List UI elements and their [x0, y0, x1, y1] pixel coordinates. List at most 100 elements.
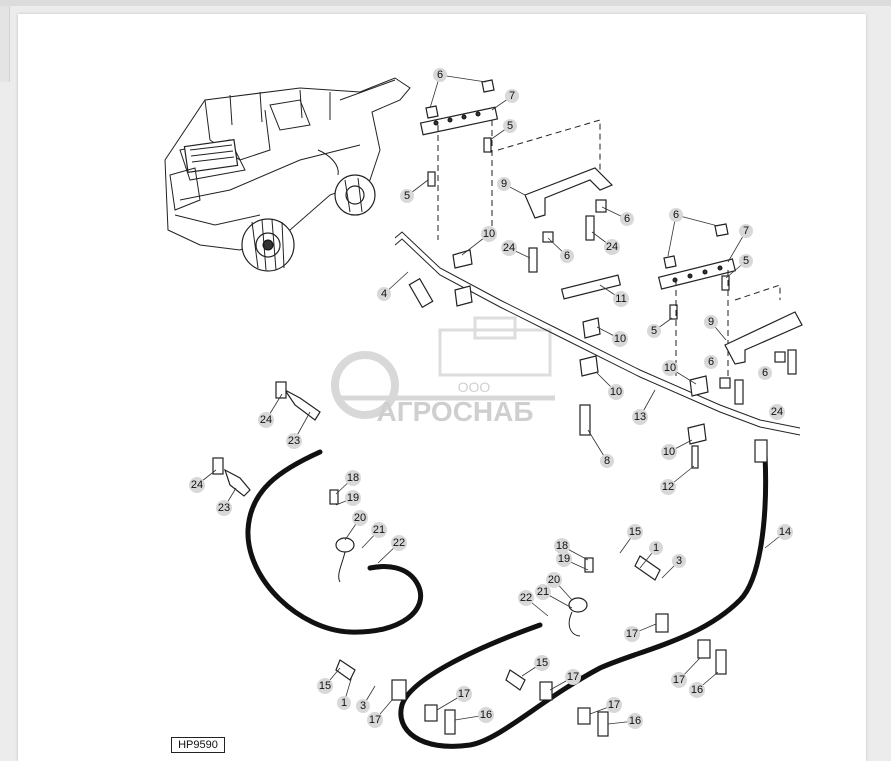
- hose-main-14: [398, 452, 769, 749]
- callout: 6: [758, 366, 772, 380]
- callout: 10: [608, 384, 624, 400]
- svg-text:1: 1: [341, 697, 347, 709]
- svg-text:15: 15: [319, 680, 331, 692]
- callout: 5: [739, 254, 753, 268]
- support-bracket-9: [524, 167, 614, 219]
- svg-text:10: 10: [664, 362, 676, 374]
- callout: 17: [367, 712, 383, 728]
- svg-text:16: 16: [691, 684, 703, 696]
- svg-text:24: 24: [503, 242, 515, 254]
- svg-text:21: 21: [537, 586, 549, 598]
- callout: 6: [669, 208, 683, 222]
- svg-text:8: 8: [604, 455, 610, 467]
- svg-text:17: 17: [369, 714, 381, 726]
- svg-text:10: 10: [614, 333, 626, 345]
- svg-text:15: 15: [629, 526, 641, 538]
- combine-harvester-illustration: [164, 77, 411, 272]
- callout: 17: [671, 672, 687, 688]
- callout: 23: [286, 433, 302, 449]
- callout: 24: [258, 412, 274, 428]
- callout: 12: [660, 479, 676, 495]
- svg-text:24: 24: [191, 479, 203, 491]
- svg-text:18: 18: [347, 472, 359, 484]
- callout: 18: [345, 470, 361, 486]
- svg-text:6: 6: [708, 356, 714, 368]
- svg-text:16: 16: [629, 715, 641, 727]
- watermark: ООО АГРОСНАБ: [331, 316, 555, 427]
- svg-text:3: 3: [360, 700, 366, 712]
- hose-left: [245, 449, 424, 635]
- svg-text:22: 22: [393, 537, 405, 549]
- left-panel-edge: [0, 6, 10, 82]
- svg-text:24: 24: [260, 414, 272, 426]
- svg-text:6: 6: [762, 367, 768, 379]
- svg-text:17: 17: [567, 671, 579, 683]
- callout: 24: [769, 404, 785, 420]
- svg-text:14: 14: [779, 526, 791, 538]
- svg-text:6: 6: [437, 69, 443, 81]
- callout: 6: [704, 355, 718, 369]
- callout: 3: [356, 699, 370, 713]
- svg-text:10: 10: [663, 446, 675, 458]
- watermark-prefix: ООО: [458, 379, 491, 395]
- callout: 10: [612, 331, 628, 347]
- svg-text:17: 17: [458, 688, 470, 700]
- parts-layout: 6 7 5 5 9 6 24 6 24 10 4 11 10 6 7 5 5 9…: [189, 68, 803, 749]
- callout: 10: [662, 360, 678, 376]
- callout: 15: [534, 655, 550, 671]
- svg-text:23: 23: [288, 435, 300, 447]
- callout: 9: [704, 315, 718, 329]
- parts-diagram: ООО АГРОСНАБ: [164, 68, 803, 749]
- callout: 21: [535, 584, 551, 600]
- callout: 20: [546, 572, 562, 588]
- callout: 15: [627, 524, 643, 540]
- callout: 10: [661, 444, 677, 460]
- svg-text:5: 5: [507, 120, 513, 132]
- callouts: 6 7 5 5 9 6 24 6 24 10 4 11 10 6 7 5 5 9…: [189, 68, 793, 729]
- callout: 1: [649, 541, 663, 555]
- svg-text:9: 9: [501, 178, 507, 190]
- callout: 4: [377, 287, 391, 301]
- svg-text:17: 17: [626, 628, 638, 640]
- callout: 17: [624, 626, 640, 642]
- svg-text:16: 16: [480, 709, 492, 721]
- svg-text:1: 1: [653, 542, 659, 554]
- svg-text:5: 5: [651, 325, 657, 337]
- callout: 23: [216, 500, 232, 516]
- svg-text:20: 20: [354, 512, 366, 524]
- svg-text:24: 24: [771, 406, 783, 418]
- svg-text:15: 15: [536, 657, 548, 669]
- callout: 17: [565, 669, 581, 685]
- svg-text:6: 6: [564, 250, 570, 262]
- svg-text:19: 19: [347, 492, 359, 504]
- svg-text:17: 17: [608, 699, 620, 711]
- callout: 1: [337, 696, 351, 710]
- callout: 19: [345, 490, 361, 506]
- svg-text:12: 12: [662, 481, 674, 493]
- svg-text:7: 7: [509, 90, 515, 102]
- callout: 24: [189, 477, 205, 493]
- svg-text:7: 7: [743, 225, 749, 237]
- svg-text:18: 18: [556, 540, 568, 552]
- callout: 18: [554, 538, 570, 554]
- callout: 13: [632, 409, 648, 425]
- callout: 9: [497, 177, 511, 191]
- callout: 20: [352, 510, 368, 526]
- svg-text:23: 23: [218, 502, 230, 514]
- svg-text:19: 19: [558, 553, 570, 565]
- callout: 7: [505, 89, 519, 103]
- svg-text:17: 17: [673, 674, 685, 686]
- callout: 10: [481, 226, 497, 242]
- svg-text:4: 4: [381, 288, 387, 300]
- callout: 5: [400, 189, 414, 203]
- watermark-name: АГРОСНАБ: [377, 396, 534, 427]
- diagram-code-label: HP9590: [171, 737, 225, 753]
- callout: 17: [606, 697, 622, 713]
- svg-text:5: 5: [743, 255, 749, 267]
- callout: 16: [689, 682, 705, 698]
- svg-text:13: 13: [634, 411, 646, 423]
- svg-text:6: 6: [673, 209, 679, 221]
- diagram-card: ООО АГРОСНАБ: [18, 14, 866, 761]
- svg-text:22: 22: [520, 592, 532, 604]
- svg-text:11: 11: [615, 293, 626, 305]
